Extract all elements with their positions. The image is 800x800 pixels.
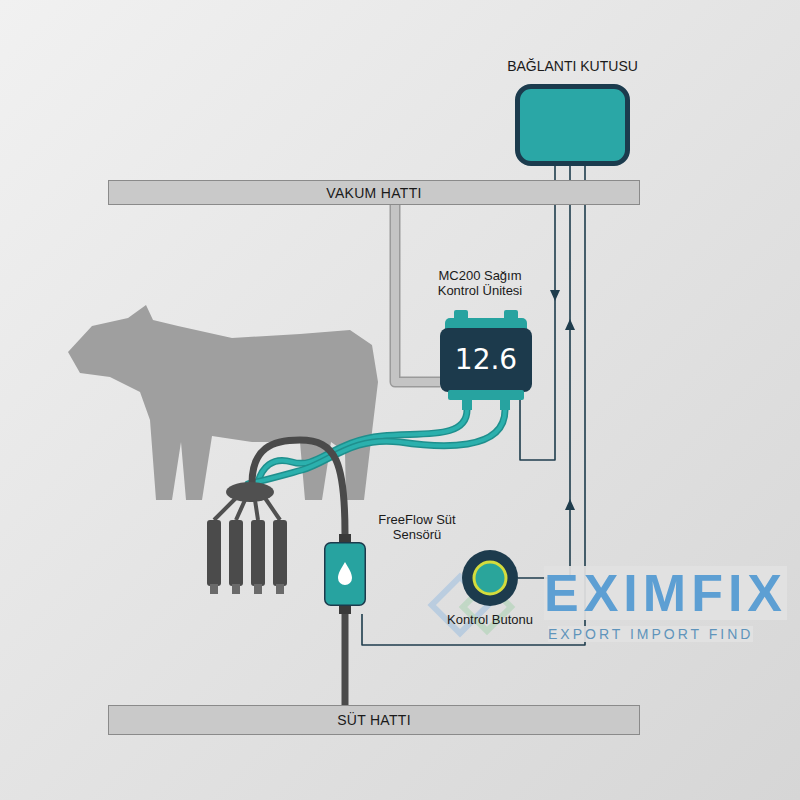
control-button: Kontrol Butonu bbox=[435, 548, 545, 627]
button-label: Kontrol Butonu bbox=[435, 612, 545, 627]
connector bbox=[520, 166, 560, 460]
label-holder: FreeFlow Süt Sensörü bbox=[376, 512, 458, 542]
milk-sensor: FreeFlow Süt Sensörü bbox=[320, 512, 460, 624]
box-heading: BAĞLANTI KUTUSU bbox=[470, 58, 675, 74]
sensor-body bbox=[324, 542, 366, 606]
arrow-head bbox=[565, 499, 575, 510]
arrow-head bbox=[565, 319, 575, 330]
control-unit: MC200 Sağım Kontrol Ünitesi 12.6 bbox=[400, 268, 560, 410]
junction-box-shape bbox=[515, 84, 630, 166]
connector-line bbox=[342, 614, 349, 705]
control-unit-body: 12.6 bbox=[440, 310, 532, 410]
connector-line bbox=[395, 205, 440, 382]
label-holder: MC200 Sağım Kontrol Ünitesi bbox=[419, 268, 541, 298]
button-outline bbox=[462, 550, 518, 606]
display-value: 12.6 bbox=[440, 340, 532, 380]
watermark-text: EXIMFIX bbox=[544, 566, 787, 620]
label-holder: Kontrol Butonu bbox=[435, 612, 545, 627]
arrow-head bbox=[550, 290, 560, 301]
band-label: SÜT HATTI bbox=[337, 712, 411, 728]
connector-line bbox=[395, 205, 440, 382]
sensor-label: FreeFlow Süt Sensörü bbox=[376, 512, 458, 542]
connector-line bbox=[520, 166, 555, 460]
label-holder: BAĞLANTI KUTUSU bbox=[470, 58, 675, 74]
pipe-band: VAKUM HATTI bbox=[108, 180, 640, 205]
connector bbox=[395, 205, 440, 382]
button-shape bbox=[462, 550, 518, 606]
junction-box: BAĞLANTI KUTUSU bbox=[470, 58, 675, 166]
watermark-text: EXPORT IMPORT FIND bbox=[548, 626, 753, 642]
sensor-outline bbox=[324, 542, 366, 606]
pipe-band: SÜT HATTI bbox=[108, 705, 640, 735]
band-label: VAKUM HATTI bbox=[326, 185, 421, 201]
cow-silhouette bbox=[68, 305, 378, 500]
connector bbox=[345, 614, 346, 705]
unit-label: MC200 Sağım Kontrol Ünitesi bbox=[419, 268, 541, 298]
